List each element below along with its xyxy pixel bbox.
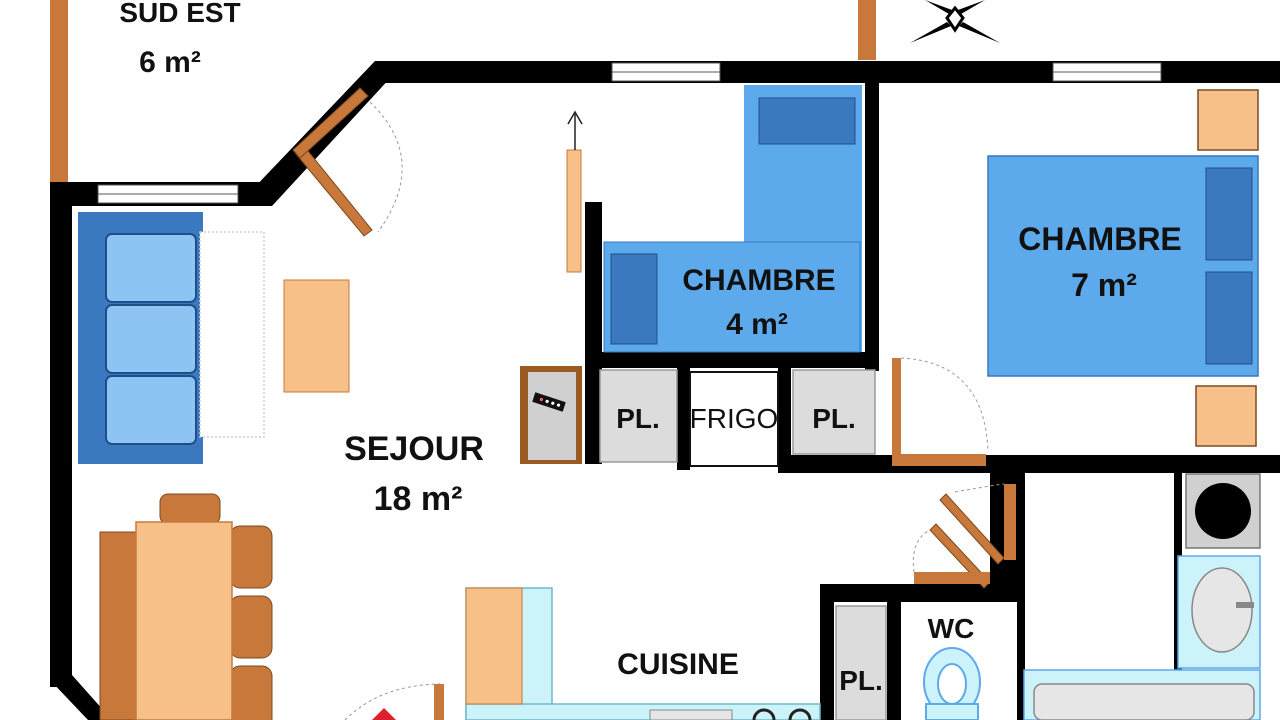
terrace-rail-left [50, 0, 68, 182]
ladder-arrow-head-icon [567, 110, 583, 125]
large-bedroom: CHAMBRE 7 m² [892, 89, 1259, 466]
closet-2-label: PL. [812, 403, 856, 434]
corridor-door [912, 483, 1016, 589]
wall-wc-left [820, 584, 834, 720]
terrace: SUD EST 6 m² [50, 0, 876, 182]
small-bedroom-pillow-left [610, 253, 658, 345]
wall-left [50, 182, 72, 687]
nightstand-bottom [1195, 385, 1257, 447]
dining-chair-top [159, 493, 221, 525]
wall-right-middle [778, 455, 1280, 473]
large-bedroom-pillow-1 [1205, 167, 1253, 261]
closet-3 [835, 605, 887, 720]
ladder [566, 149, 582, 273]
wall-closet-divider-2 [778, 368, 791, 470]
toilet-tank-icon [925, 703, 979, 720]
door-large-bedroom-sill [892, 454, 986, 466]
door-terrace-leaf [292, 87, 369, 159]
door-large-bedroom-arc [900, 357, 989, 453]
door-entry-arc [344, 683, 441, 720]
door-corridor-arc [954, 483, 1005, 493]
wall-wc-top [820, 584, 1025, 602]
dining-chair-left [99, 531, 141, 720]
toilet-seat-icon [937, 663, 967, 705]
tv-remote-icon [532, 392, 566, 412]
washing-machine-drum-icon [1195, 483, 1251, 539]
stove-burner-1-icon [752, 708, 776, 720]
small-bedroom-name: CHAMBRE [682, 264, 835, 297]
wall-small-bedroom-left [585, 202, 602, 464]
door-large-bedroom [892, 358, 901, 456]
small-bedroom-area: 4 m² [726, 308, 788, 341]
compass-rose-icon [910, 0, 1000, 43]
bathroom [1023, 473, 1261, 720]
wc-label: WC [928, 613, 975, 644]
door-terrace [295, 145, 373, 237]
sejour-area: 18 m² [374, 480, 463, 518]
rug [199, 231, 265, 438]
closet-3-group: PL. [835, 605, 887, 720]
living-room: SEJOUR 18 m² [78, 87, 583, 720]
wall-wc-divider [887, 584, 901, 720]
kitchen-sink [649, 709, 733, 720]
small-bedroom-bed [604, 85, 862, 352]
wall-small-bedroom-bottom [585, 352, 879, 368]
door-corridor-frame [1004, 484, 1016, 560]
sejour-name: SEJOUR [344, 430, 484, 468]
large-bedroom-pillow-2 [1205, 271, 1253, 365]
coffee-table [283, 279, 350, 393]
small-bedroom: CHAMBRE 4 m² [603, 85, 862, 353]
dining-chair-right-2 [229, 595, 273, 659]
small-bedroom-bunk-outline [603, 241, 861, 353]
door-corridor-sill [914, 572, 990, 584]
large-bedroom-area: 7 m² [1071, 267, 1137, 303]
door-terrace-arc [369, 101, 403, 233]
fridge [689, 371, 779, 467]
kitchen-cutting-board [465, 587, 523, 705]
kitchen-name: CUISINE [617, 648, 739, 681]
large-bedroom-name: CHAMBRE [1018, 221, 1182, 257]
alarm-icon [372, 708, 396, 720]
storage-row: PL. FRIGO PL. [599, 369, 876, 467]
terrace-name: SUD EST [119, 0, 240, 28]
closet-3-label: PL. [839, 665, 883, 696]
bathroom-sink-icon [1191, 567, 1253, 653]
wall-left-diagonal [50, 675, 112, 720]
bathtub-inner [1033, 683, 1255, 720]
dining-chair-right-3 [229, 665, 273, 720]
sofa-cushion-1 [105, 233, 197, 303]
closet-1-label: PL. [616, 403, 660, 434]
nightstand-top [1197, 89, 1259, 151]
closet-2 [792, 369, 876, 455]
wc: WC [923, 613, 981, 720]
door-corridor-arc-2 [912, 529, 931, 573]
terrace-area: 6 m² [139, 46, 201, 79]
fridge-label: FRIGO [690, 403, 779, 434]
door-entry [434, 684, 444, 720]
wall-closet-divider-1 [677, 368, 690, 470]
windows [97, 62, 1162, 204]
terrace-rail-right [858, 0, 876, 60]
dining-table [135, 521, 233, 720]
small-bedroom-pillow-top [758, 97, 856, 145]
stove-burner-2-icon [788, 708, 812, 720]
closet-1 [599, 369, 678, 463]
sofa-cushion-2 [105, 304, 197, 374]
wall-bedroom-divider [865, 61, 879, 371]
tv-screen [528, 372, 576, 460]
dining-chair-right-1 [229, 525, 273, 589]
bathroom-faucet-icon [1236, 602, 1254, 608]
sofa-cushion-3 [105, 375, 197, 445]
kitchen: CUISINE [465, 587, 821, 720]
